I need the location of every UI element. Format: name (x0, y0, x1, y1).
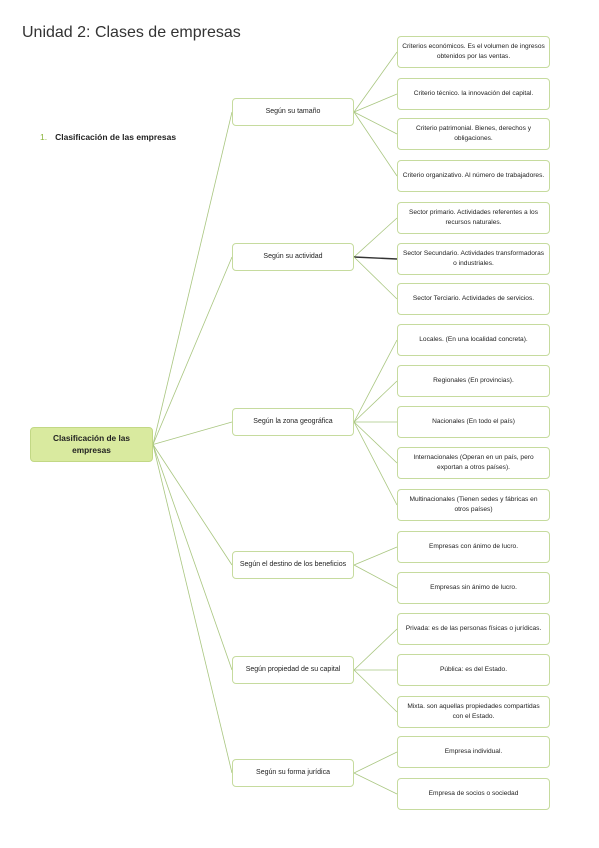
branch-node: Según su actividad (232, 243, 354, 271)
branch-to-leaf-connector (353, 628, 398, 671)
branch-to-leaf-connector (353, 256, 398, 260)
branch-to-leaf-connector (353, 751, 398, 774)
branch-to-leaf-connector (353, 380, 398, 423)
branch-to-leaf-connector (353, 564, 398, 589)
leaf-node: Criterios económicos. Es el volumen de i… (397, 36, 550, 68)
leaf-node: Criterio técnico. la innovación del capi… (397, 78, 550, 110)
leaf-node: Criterio organizativo. Al número de trab… (397, 160, 550, 192)
branch-node: Según el destino de los beneficios (232, 551, 354, 579)
section-number: 1. (40, 132, 48, 142)
branch-to-leaf-connector (353, 772, 398, 795)
leaf-node: Regionales (En provincias). (397, 365, 550, 397)
section-title: Clasificación de las empresas (55, 132, 177, 142)
leaf-node: Empresa de socios o sociedad (397, 778, 550, 810)
leaf-node: Sector Terciario. Actividades de servici… (397, 283, 550, 315)
leaf-node: Sector Secundario. Actividades transform… (397, 243, 550, 275)
root-to-branch-connector (152, 444, 233, 774)
branch-to-leaf-connector (353, 421, 398, 464)
branch-to-leaf-connector (353, 256, 398, 300)
leaf-node: Mixta. son aquellas propiedades comparti… (397, 696, 550, 728)
leaf-node: Pública: es del Estado. (397, 654, 550, 686)
leaf-node: Empresas con ánimo de lucro. (397, 531, 550, 563)
branch-node: Según su forma jurídica (232, 759, 354, 787)
leaf-node: Empresas sin ánimo de lucro. (397, 572, 550, 604)
root-to-branch-connector (152, 444, 233, 671)
leaf-node: Multinacionales (Tienen sedes y fábricas… (397, 489, 550, 521)
root-node: Clasificación de las empresas (30, 427, 153, 462)
branch-to-leaf-connector (353, 421, 398, 506)
branch-to-leaf-connector (353, 217, 398, 258)
branch-to-leaf-connector (353, 111, 398, 177)
leaf-node: Locales. (En una localidad concreta). (397, 324, 550, 356)
branch-node: Según propiedad de su capital (232, 656, 354, 684)
branch-node: Según su tamaño (232, 98, 354, 126)
root-to-branch-connector (152, 111, 233, 445)
branch-to-leaf-connector (353, 546, 398, 566)
root-to-branch-connector (152, 256, 233, 445)
branch-to-leaf-connector (353, 93, 398, 113)
leaf-node: Sector primario. Actividades referentes … (397, 202, 550, 234)
leaf-node: Internacionales (Operan en un país, pero… (397, 447, 550, 479)
branch-to-leaf-connector (353, 51, 398, 113)
root-to-branch-connector (152, 421, 233, 445)
leaf-node: Criterio patrimonial. Bienes, derechos y… (397, 118, 550, 150)
leaf-node: Privada: es de las personas físicas o ju… (397, 613, 550, 645)
section-heading: 1. Clasificación de las empresas (40, 132, 176, 142)
branch-to-leaf-connector (353, 339, 398, 423)
root-to-branch-connector (152, 444, 233, 566)
branch-to-leaf-connector (353, 669, 398, 713)
leaf-node: Empresa individual. (397, 736, 550, 768)
branch-node: Según la zona geográfica (232, 408, 354, 436)
leaf-node: Nacionales (En todo el país) (397, 406, 550, 438)
branch-to-leaf-connector (353, 111, 398, 135)
page-title: Unidad 2: Clases de empresas (22, 24, 241, 41)
